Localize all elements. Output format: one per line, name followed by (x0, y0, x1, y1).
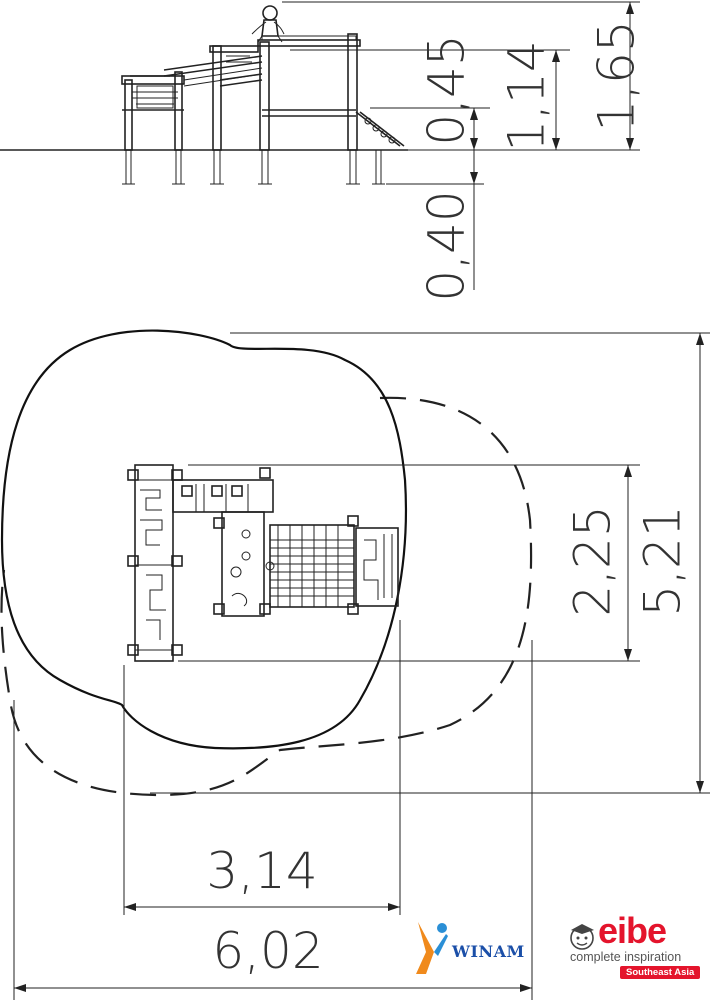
inclined-bridge (163, 45, 263, 87)
dim-width-area: 6,02 (212, 922, 323, 980)
plan-dimensions (13, 332, 710, 1000)
dim-height-fall: 0,45 (418, 34, 476, 145)
main-platform (257, 35, 405, 147)
child-figure (251, 5, 285, 43)
dim-height-platform: 1,14 (498, 40, 556, 151)
deck-slats (270, 525, 354, 607)
dim-width-equipment: 3,14 (206, 842, 317, 900)
equipment-footprint (127, 464, 399, 662)
vertical-dimensions (282, 1, 640, 290)
dim-depth-equipment: 2,25 (564, 505, 622, 616)
side-elevation (0, 1, 640, 290)
dim-height-total: 1,65 (588, 20, 646, 131)
low-walkway (121, 75, 185, 111)
eibe-logo: eibe complete inspiration Southeast Asia (568, 910, 708, 994)
impact-area-solid (0, 329, 408, 750)
eibe-region-badge: Southeast Asia (620, 966, 701, 979)
winam-wordmark: WINAM (452, 942, 525, 961)
dim-depth-area: 5,21 (634, 505, 692, 616)
eibe-tagline: complete inspiration (570, 950, 682, 964)
plan-view (0, 329, 710, 1000)
dim-foundation-depth: 0,40 (418, 190, 476, 301)
eibe-wordmark: eibe (598, 910, 667, 951)
eibe-face-icon (570, 924, 594, 950)
winam-figure-icon (416, 922, 448, 974)
impact-area-dashed (0, 396, 533, 797)
winam-logo: WINAM (412, 912, 542, 982)
